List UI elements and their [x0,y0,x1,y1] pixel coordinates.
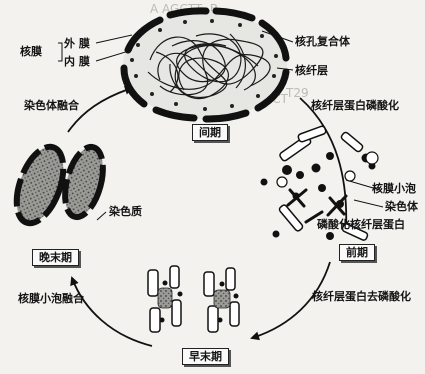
cycle-arrows [67,85,351,347]
arrow-early-telophase-to-late-telophase [70,276,153,347]
inner-membrane-label: 内 膜 [64,55,90,68]
nuclear-lamina-dots [130,19,278,111]
phase-label-early-telophase: 早末期 [182,348,229,365]
prophase-fragments [260,125,379,241]
nuclear-envelope-label: 核膜 [20,45,42,58]
background-text: T29 [286,86,309,100]
lamin-phosphorylation-label: 核纤层蛋白磷酸化 [311,99,399,112]
late-telophase-nuclei [13,143,106,227]
lamin-dephosphorylation-label: 核纤层蛋白去磷酸化 [312,290,411,303]
chromatin-tangle [147,33,271,100]
phosphorylated-lamin-label: 磷酸化核纤层蛋白 [317,218,405,231]
nuclear-vesicle-label: 核膜小泡 [372,182,416,195]
phase-label-late-telophase: 晚末期 [32,249,79,266]
arrow-late-telophase-to-interphase [67,85,134,133]
early-telophase-structures [147,265,240,333]
chromatin-label: 染色质 [109,205,142,218]
nuclear-pore-complex-label: 核孔复合体 [295,35,350,48]
nuclear-envelope-segments [120,7,290,123]
chromosome-fusion-label: 染色体融合 [24,99,79,112]
nuclear-lamina-label: 核纤层 [295,64,328,77]
outer-membrane-label: 外 膜 [64,37,90,50]
vesicle-fusion-label: 核膜小泡融合 [18,292,84,305]
chromosome-label: 染色体 [385,200,418,213]
arrow-prophase-to-early-telophase [250,261,331,341]
interphase-nucleus [120,7,290,123]
phase-label-prophase: 前期 [339,244,375,261]
phase-label-interphase: 间期 [192,124,228,141]
arrow-interphase-to-prophase [299,97,351,232]
